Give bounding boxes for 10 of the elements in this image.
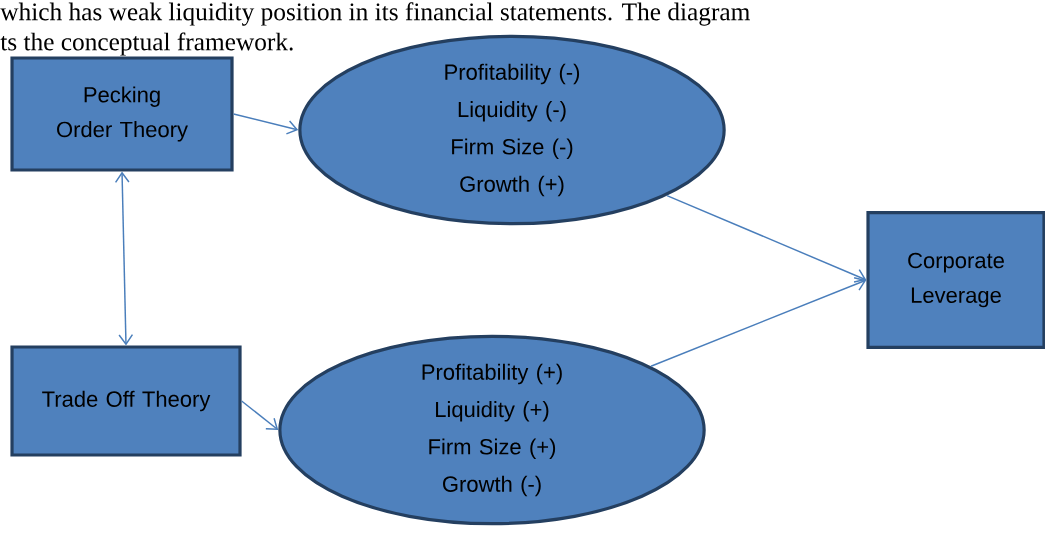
- theory-box: Trade Off Theory: [10, 345, 242, 457]
- body-text: which has weak liquidity position in its financial statements. The diagram: [0, 2, 750, 26]
- body-text: ts the conceptual framework.: [0, 32, 293, 56]
- arrow: [240, 400, 279, 430]
- arrow: [114, 171, 134, 346]
- theory-box: Corporate Leverage: [866, 211, 1045, 349]
- arrow: [232, 113, 299, 135]
- arrow: [666, 194, 867, 283]
- arrow: [650, 277, 867, 368]
- theory-box: Pecking Order Theory: [10, 56, 234, 172]
